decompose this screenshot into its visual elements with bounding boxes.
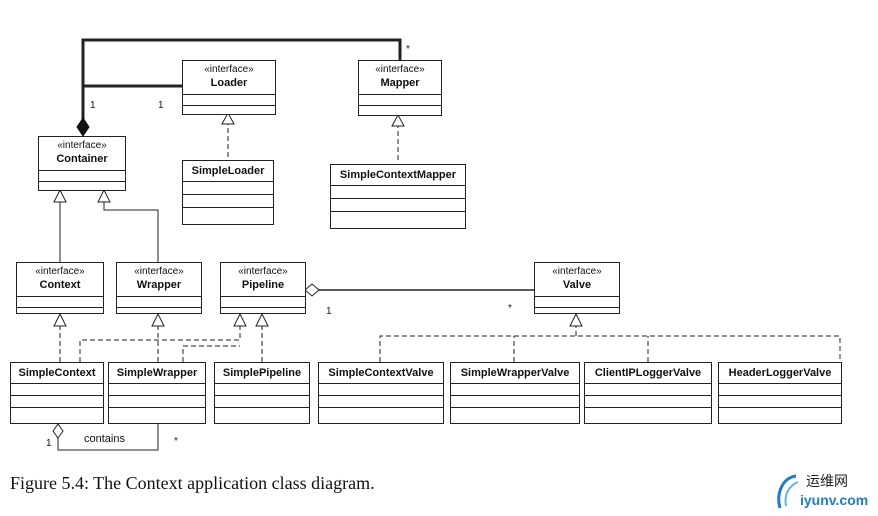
simple-wrapper-name: SimpleWrapper: [109, 363, 205, 384]
valve-name: Valve: [562, 279, 592, 291]
loader-stereotype: «interface»: [204, 64, 254, 75]
mapper-name: Mapper: [380, 77, 420, 89]
simple-context-class[interactable]: SimpleContext: [10, 362, 104, 424]
container-name: Container: [56, 153, 108, 165]
wrapper-stereotype: «interface»: [134, 266, 184, 277]
multiplicity-contains-star: *: [174, 436, 178, 447]
association-label-contains: contains: [84, 433, 125, 445]
watermark-logo-icon: [777, 474, 799, 509]
context-compartment: [17, 297, 103, 308]
simple-loader-name: SimpleLoader: [183, 161, 273, 182]
multiplicity-mapper: *: [406, 44, 410, 55]
context-stereotype: «interface»: [35, 266, 85, 277]
loader-interface[interactable]: «interface» Loader: [182, 60, 276, 115]
container-interface[interactable]: «interface» Container: [38, 136, 126, 191]
valve-stereotype: «interface»: [552, 266, 602, 277]
client-ip-logger-valve-class[interactable]: ClientIPLoggerValve: [584, 362, 712, 424]
simple-pipeline-class[interactable]: SimplePipeline: [214, 362, 310, 424]
simple-context-valve-class[interactable]: SimpleContextValve: [318, 362, 444, 424]
simple-context-mapper-class[interactable]: SimpleContextMapper: [330, 164, 466, 229]
simple-context-mapper-name: SimpleContextMapper: [331, 165, 465, 186]
client-ip-logger-valve-name: ClientIPLoggerValve: [585, 363, 711, 384]
simple-pipeline-name: SimplePipeline: [215, 363, 309, 384]
filled-diamond: [76, 117, 90, 137]
valve-interface[interactable]: «interface» Valve: [534, 262, 620, 314]
multiplicity-loader: 1: [158, 100, 164, 111]
multiplicity-contains-one: 1: [46, 438, 52, 449]
container-stereotype: «interface»: [57, 140, 107, 151]
pipeline-interface[interactable]: «interface» Pipeline: [220, 262, 306, 314]
wrapper-interface[interactable]: «interface» Wrapper: [116, 262, 202, 314]
multiplicity-pipeline: 1: [326, 306, 332, 317]
mapper-compartment: [359, 95, 441, 106]
contains-diamond: [52, 423, 64, 439]
hollow-diamond: [304, 283, 320, 297]
simple-wrapper-valve-name: SimpleWrapperValve: [451, 363, 579, 384]
multiplicity-valve: *: [508, 303, 512, 314]
loader-compartment: [183, 95, 275, 106]
header-logger-valve-name: HeaderLoggerValve: [719, 363, 841, 384]
simple-context-valve-name: SimpleContextValve: [319, 363, 443, 384]
header-logger-valve-class[interactable]: HeaderLoggerValve: [718, 362, 842, 424]
context-name: Context: [39, 279, 81, 291]
mapper-stereotype: «interface»: [375, 64, 425, 75]
multiplicity-container: 1: [90, 100, 96, 111]
pipeline-compartment: [221, 297, 305, 308]
wrapper-name: Wrapper: [136, 279, 182, 291]
pipeline-name: Pipeline: [241, 279, 285, 291]
simple-context-name: SimpleContext: [11, 363, 103, 384]
watermark-en: iyunv.com: [800, 492, 869, 508]
watermark-cn: 运维网: [806, 474, 848, 490]
simple-wrapper-valve-class[interactable]: SimpleWrapperValve: [450, 362, 580, 424]
pipeline-stereotype: «interface»: [238, 266, 288, 277]
context-interface[interactable]: «interface» Context: [16, 262, 104, 314]
valve-compartment: [535, 297, 619, 308]
loader-name: Loader: [210, 77, 248, 89]
simple-wrapper-class[interactable]: SimpleWrapper: [108, 362, 206, 424]
wrapper-compartment: [117, 297, 201, 308]
container-compartment: [39, 171, 125, 182]
figure-caption: Figure 5.4: The Context application clas…: [10, 473, 375, 493]
mapper-interface[interactable]: «interface» Mapper: [358, 60, 442, 116]
simple-loader-class[interactable]: SimpleLoader: [182, 160, 274, 225]
